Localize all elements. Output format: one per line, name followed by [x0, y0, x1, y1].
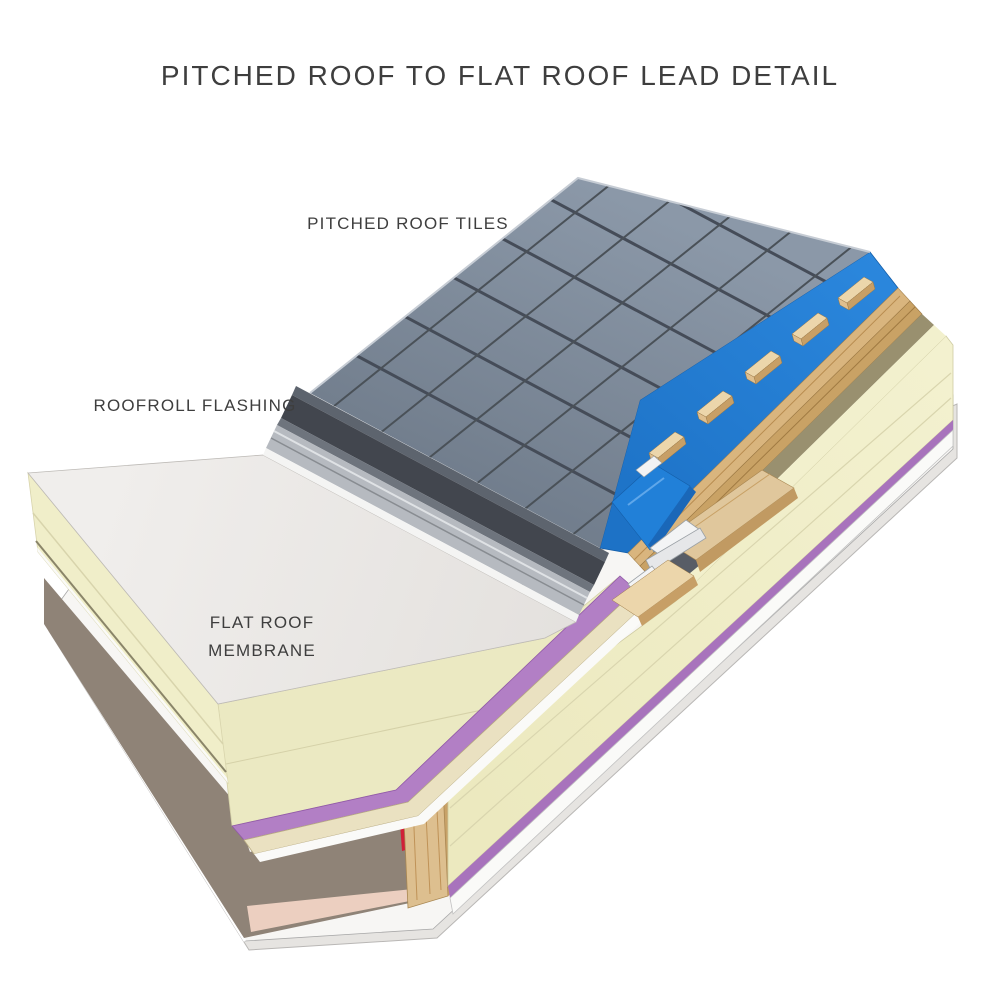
right-fascia-vcl-strip [448, 420, 953, 898]
flat-roof-membrane-surface [27, 454, 577, 705]
junction-batten-side [638, 576, 698, 626]
label-roofroll-flashing: ROOFROLL FLASHING [93, 396, 296, 415]
right-fascia-board-lines [449, 372, 952, 847]
tile-edge-lip [292, 386, 609, 562]
label-flat-roof-membrane-line2: MEMBRANE [208, 641, 316, 660]
rafter-side-face [696, 488, 798, 572]
right-structure-fascia [447, 335, 954, 915]
eave-dark-band [281, 395, 605, 585]
left-fascia-deck-edge [37, 547, 228, 783]
roofroll-flashing-band [266, 425, 590, 615]
cavity-shadow [44, 578, 424, 938]
underlay-drape-edge [648, 486, 696, 552]
roof-void-cavity [44, 578, 424, 938]
annotations: PITCHED ROOF TO FLAT ROOF LEAD DETAIL PI… [93, 60, 839, 660]
label-flat-roof-membrane-line1: FLAT ROOF [210, 613, 315, 632]
tile-field [310, 178, 870, 548]
lead-saddle-piece [635, 455, 663, 478]
left-fascia-deck-line [35, 540, 227, 773]
eave-flashing-assembly [263, 386, 609, 622]
right-fascia-deck-edge [449, 429, 954, 915]
left-fascia-board-line [32, 512, 224, 745]
label-pitched-roof-tiles: PITCHED ROOF TILES [307, 214, 509, 233]
flashing-ridge-highlight [273, 430, 588, 599]
underlay-drape-fold [627, 477, 665, 506]
lead-junction-detail [611, 455, 798, 626]
eave-mid-band [277, 418, 594, 592]
tile-battens [648, 276, 876, 466]
cavity-reflected-light [247, 889, 420, 932]
flashing-white-edge [263, 448, 579, 622]
tile-field-edge-highlight [309, 176, 871, 394]
flashing-ridge-groove [270, 437, 585, 606]
insulation-cut-board-line [225, 701, 521, 765]
page-title: PITCHED ROOF TO FLAT ROOF LEAD DETAIL [161, 60, 839, 91]
